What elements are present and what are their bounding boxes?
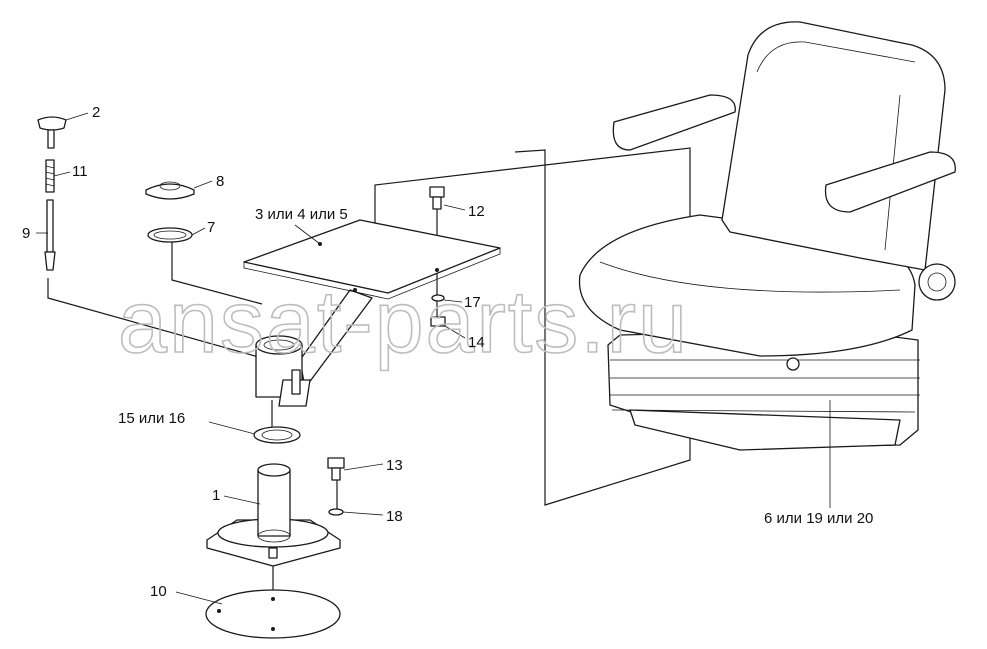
washer-part-17	[431, 294, 445, 302]
routing-lines	[47, 147, 691, 600]
mounting-plate-part-3-4-5	[243, 219, 501, 300]
callout-label-9: 9	[22, 225, 30, 242]
rod-part-9	[44, 199, 56, 271]
swivel-bracket	[255, 289, 373, 407]
knob-part-2	[37, 116, 67, 149]
callout-label-2: 2	[92, 104, 100, 121]
washer-part-18	[328, 508, 344, 516]
bolt-part-13	[327, 457, 345, 481]
callout-label-15-16: 15 или 16	[118, 410, 185, 427]
bolt-part-12	[429, 186, 445, 210]
callout-label-10: 10	[150, 583, 167, 600]
watermark-text: ansat-parts.ru	[118, 272, 689, 371]
callout-label-18: 18	[386, 508, 403, 525]
bottom-plate-part-10	[205, 589, 341, 639]
callout-label-17: 17	[464, 294, 481, 311]
nut-part-14	[430, 316, 446, 327]
callout-label-8: 8	[216, 173, 224, 190]
callout-label-1: 1	[212, 487, 220, 504]
leader-lines	[36, 112, 831, 605]
ring-part-15-16	[253, 426, 301, 444]
callout-label-3-4-5: 3 или 4 или 5	[255, 206, 348, 223]
swivel-base-part-1	[206, 463, 341, 567]
callout-label-7: 7	[207, 219, 215, 236]
callout-label-13: 13	[386, 457, 403, 474]
spring-part-11	[45, 159, 55, 193]
callout-label-14: 14	[468, 334, 485, 351]
cap-part-8	[145, 181, 195, 200]
callout-label-11: 11	[72, 163, 88, 180]
clip-part-7	[147, 227, 193, 243]
seat-assembly-part-6-19-20	[578, 21, 956, 451]
callout-labels: 2 11 9 8 7 3 или 4 или 5 12 17 14 15 или…	[22, 104, 873, 600]
callout-label-6-19-20: 6 или 19 или 20	[764, 510, 873, 527]
callout-label-12: 12	[468, 203, 485, 220]
